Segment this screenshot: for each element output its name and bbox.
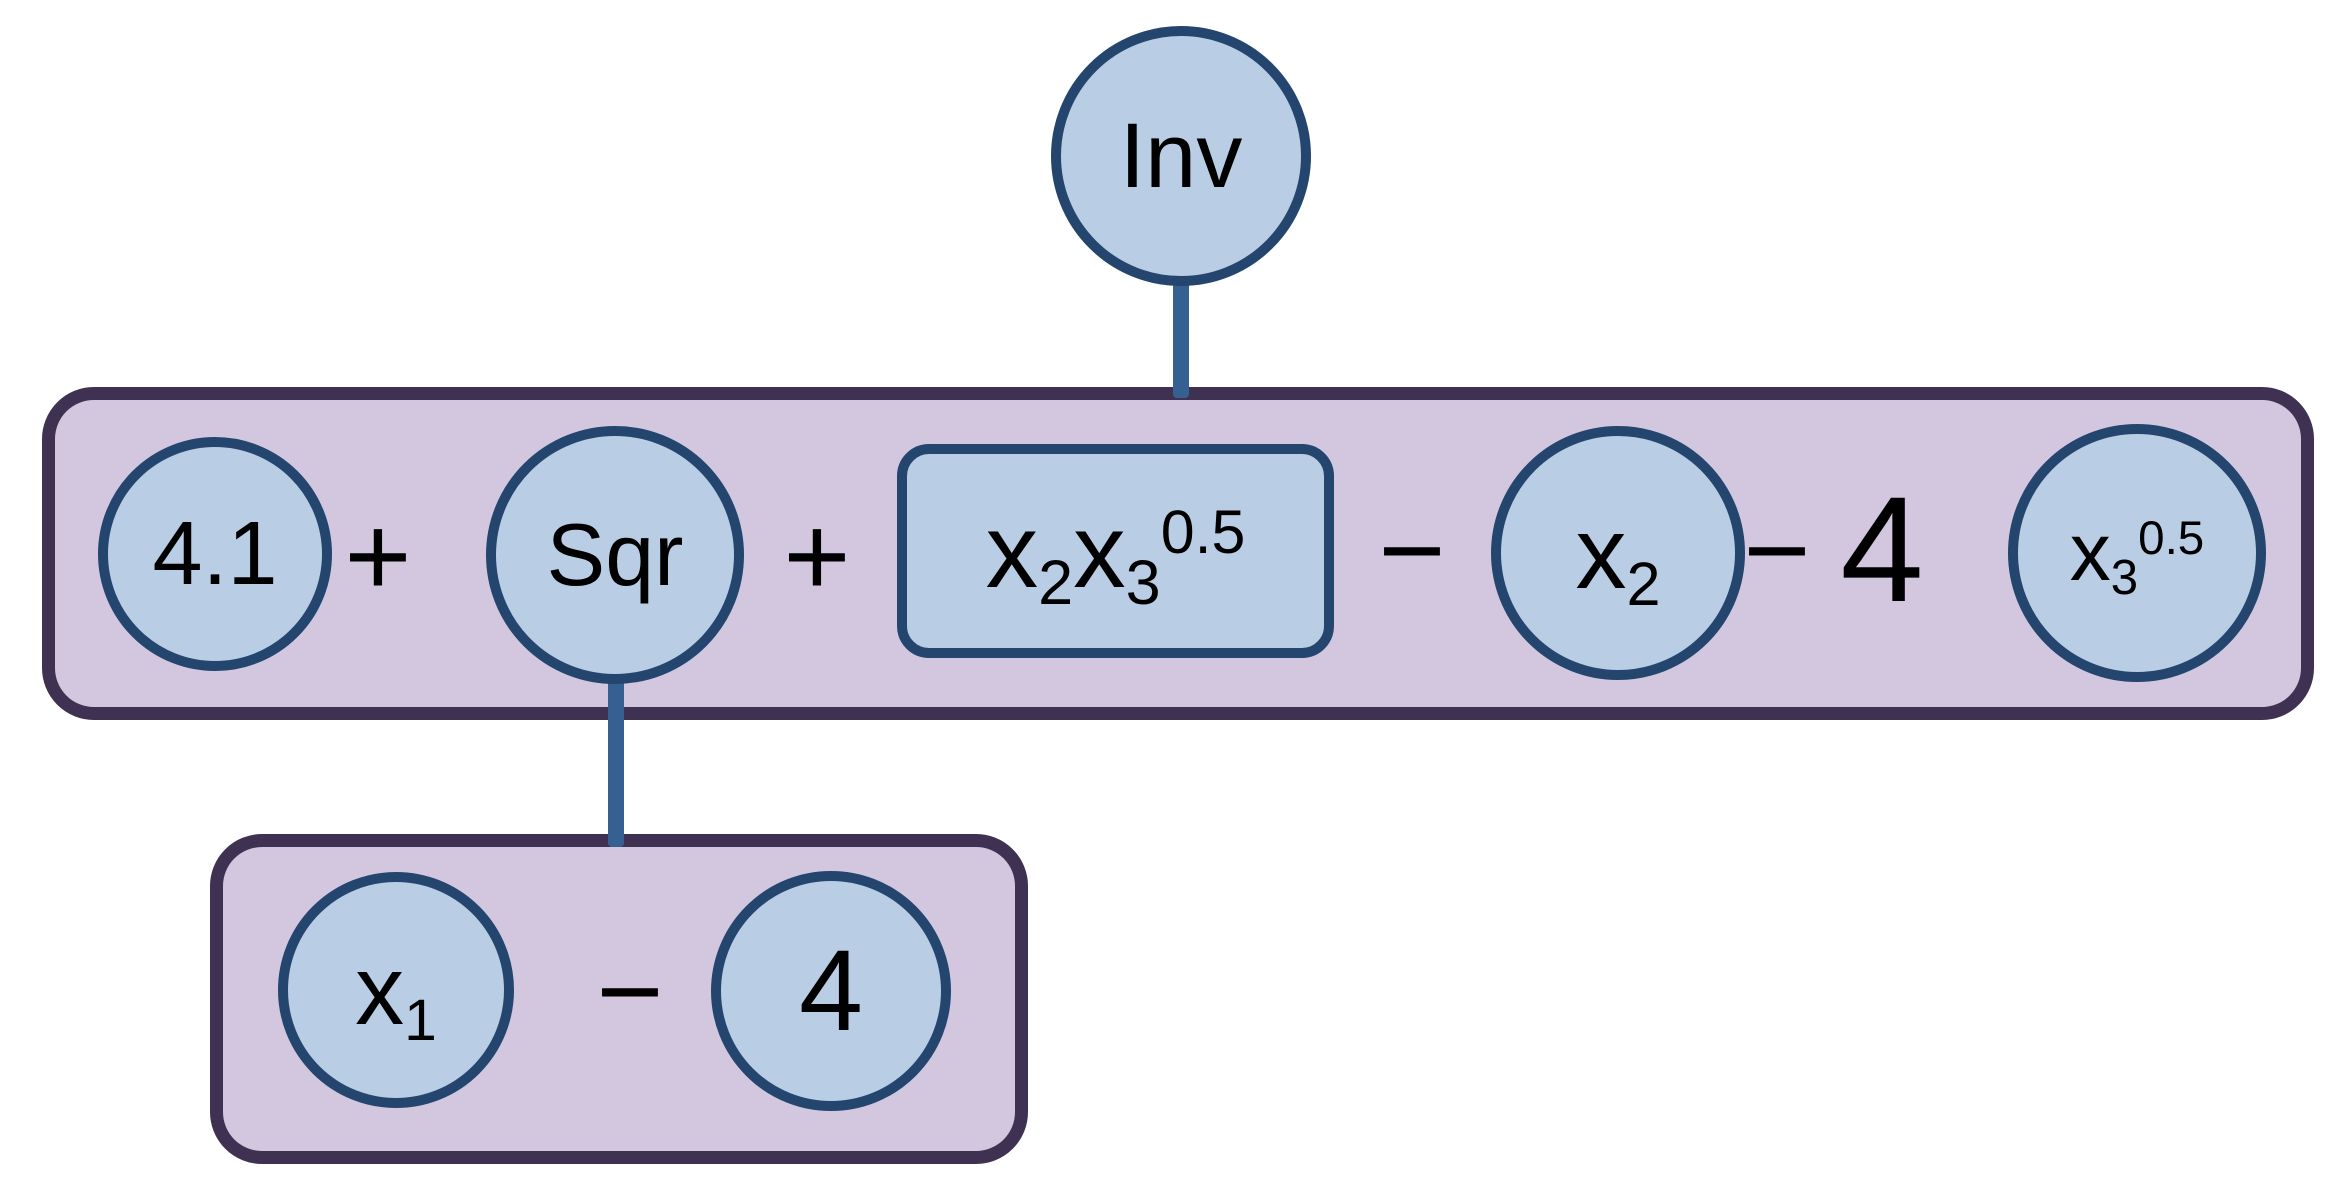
label-base-2: x [1073, 492, 1126, 610]
minus-operator-2: − [1743, 486, 1811, 615]
sqr-operator-node: Sqr [486, 426, 744, 684]
connector-inv-to-main-group [1173, 272, 1189, 398]
product-term-node-x2x3: x2x30.5 [897, 444, 1334, 658]
x2-node-label: x2 [1575, 502, 1660, 615]
label-base: x [2069, 507, 2111, 598]
inv-operator-node: Inv [1051, 26, 1311, 286]
label-sup: 0.5 [2138, 511, 2205, 565]
minus-operator-1: − [1378, 486, 1446, 615]
constant-4-label: 4 [799, 926, 863, 1055]
plus-operator-2: + [783, 492, 851, 621]
main-expression-group [42, 387, 2314, 720]
variable-node-x3-pow-0-5: x30.5 [2008, 424, 2266, 682]
label-sub: 1 [404, 988, 437, 1054]
constant-node-4-1: 4.1 [98, 437, 332, 671]
constant-4-1-label: 4.1 [152, 504, 278, 604]
label-base-1: x [985, 492, 1039, 610]
variable-node-x1: x1 [278, 872, 514, 1108]
coefficient-4: 4 [1840, 465, 1924, 633]
label-sub: 3 [2110, 549, 2139, 605]
x3-node-label: x30.5 [2070, 511, 2205, 602]
product-term-label: x2x30.5 [986, 498, 1246, 615]
label-sub-2: 3 [1125, 548, 1161, 619]
sqr-node-label: Sqr [546, 505, 684, 604]
x1-node-label: x1 [355, 941, 437, 1050]
connector-sqr-to-sub-group [608, 662, 624, 847]
label-sub: 2 [1626, 550, 1661, 619]
label-base: x [355, 935, 405, 1045]
inv-node-label: Inv [1119, 105, 1243, 207]
label-sub-1: 2 [1038, 548, 1074, 619]
label-base: x [1575, 496, 1627, 610]
plus-operator-1: + [344, 492, 412, 621]
minus-operator-3: − [596, 927, 664, 1056]
constant-node-4: 4 [711, 871, 951, 1111]
label-sup-2: 0.5 [1160, 498, 1246, 567]
variable-node-x2: x2 [1491, 426, 1745, 680]
